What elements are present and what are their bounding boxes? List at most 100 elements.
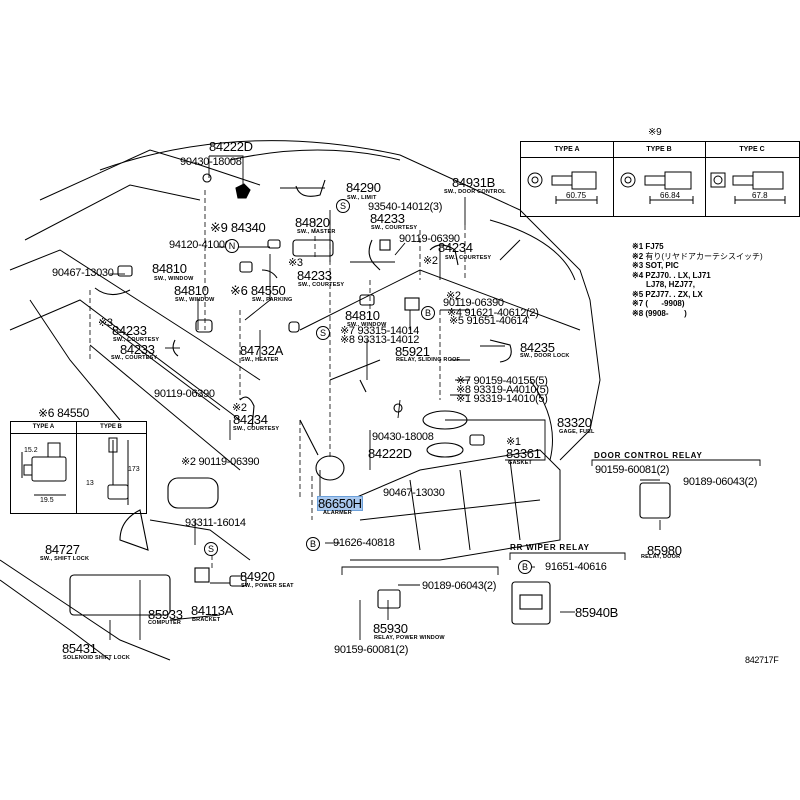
rr-wiper-relay-title: RR WIPER RELAY bbox=[510, 543, 590, 552]
inset-84550-title: ※6 84550 bbox=[38, 406, 90, 420]
part-90467-13030-a[interactable]: 90467-13030 bbox=[52, 267, 114, 279]
part-84810-c[interactable]: 84810 bbox=[345, 308, 380, 323]
figure-id: 842717F bbox=[745, 655, 779, 665]
legend-item: ※5 PZJ77. . ZX, LX bbox=[632, 289, 703, 299]
part-90119-06390-c[interactable]: 90119-06390 bbox=[154, 388, 215, 400]
part-90430-18008-b[interactable]: 90430-18008 bbox=[372, 431, 434, 443]
b-symbol-icon: B bbox=[306, 537, 320, 551]
part-91626-40818[interactable]: 91626-40818 bbox=[333, 537, 395, 549]
part-93313-14012[interactable]: ※8 93313-14012 bbox=[340, 334, 420, 346]
wiper-relay-bolt[interactable]: 91651-40616 bbox=[545, 561, 607, 573]
part-91651-40614[interactable]: ※5 91651-40614 bbox=[449, 315, 529, 327]
desc-85980: RELAY, DOOR bbox=[641, 554, 681, 560]
part-84550[interactable]: ※6 84550 bbox=[230, 283, 286, 298]
part-84233-d[interactable]: 84233 bbox=[120, 342, 155, 357]
part-84233-a[interactable]: 84233 bbox=[370, 211, 405, 226]
part-90467-13030-b[interactable]: 90467-13030 bbox=[383, 487, 445, 499]
desc-84820: SW., MASTER bbox=[297, 229, 336, 235]
type-a-header: TYPE A bbox=[554, 146, 580, 153]
part-84222D-b[interactable]: 84222D bbox=[368, 446, 412, 461]
inset-84550: TYPE A TYPE B bbox=[10, 421, 147, 514]
s-symbol-icon: S bbox=[204, 542, 218, 556]
mark-2-c: ※2 bbox=[232, 402, 247, 414]
s-symbol-icon: S bbox=[336, 199, 350, 213]
legend-item: ※7 ( -9908) bbox=[632, 299, 685, 308]
part-85980[interactable]: 85980 bbox=[647, 543, 682, 558]
part-84340[interactable]: ※9 84340 bbox=[210, 220, 266, 235]
legend-item: ※2 有り(リヤドアカーテシスイッチ) bbox=[632, 251, 763, 261]
legend-item: LJ78, HZJ77, bbox=[646, 280, 695, 289]
part-90119-06390-b[interactable]: 90119-06390 bbox=[443, 297, 504, 309]
desc-85933: COMPUTER bbox=[148, 620, 182, 626]
mark-1: ※1 bbox=[506, 436, 521, 448]
desc-84550: SW., PARKING bbox=[252, 297, 293, 303]
inset-type-b-header: TYPE B bbox=[100, 424, 122, 430]
desc-83320: GAGE, FUEL bbox=[559, 429, 595, 435]
door-relay-nut[interactable]: 90189-06043(2) bbox=[683, 476, 758, 488]
part-93311-16014[interactable]: 93311-16014 bbox=[185, 517, 246, 529]
desc-84920: SW., POWER SEAT bbox=[241, 583, 294, 589]
legend-item: ※4 PZJ70. . LX, LJ71 bbox=[632, 270, 711, 280]
part-94120-41000[interactable]: 94120-41000 bbox=[169, 239, 231, 251]
part-84234-b[interactable]: 84234 bbox=[233, 412, 268, 427]
desc-84235: SW., DOOR LOCK bbox=[520, 353, 570, 359]
desc-85930: RELAY, POWER WINDOW bbox=[374, 635, 445, 641]
desc-84810-a: SW., WINDOW bbox=[154, 276, 194, 282]
part-85933[interactable]: 85933 bbox=[148, 607, 183, 622]
part-86650H[interactable]: 86650H bbox=[317, 496, 363, 511]
desc-84727: SW., SHIFT LOCK bbox=[40, 556, 90, 562]
part-90159-40155[interactable]: ※7 90159-40155(5) bbox=[456, 375, 548, 387]
desc-84233-a: SW., COURTESY bbox=[371, 225, 418, 231]
part-84732A[interactable]: 84732A bbox=[240, 343, 284, 358]
type-b-dimension: 66.84 bbox=[660, 191, 681, 200]
type-table-glyphs bbox=[527, 171, 786, 204]
mark-2-d[interactable]: ※2 90119-06390 bbox=[181, 456, 260, 468]
part-84931B[interactable]: 84931B bbox=[452, 175, 496, 190]
part-84290[interactable]: 84290 bbox=[346, 180, 381, 195]
desc-84290: SW., LIMIT bbox=[347, 195, 377, 201]
door-relay-bolt[interactable]: 90159-60081(2) bbox=[595, 464, 670, 476]
part-90430-18008-top[interactable]: 90430-18008 bbox=[180, 156, 242, 168]
part-85940B[interactable]: 85940B bbox=[575, 605, 619, 620]
part-84222D-top[interactable]: 84222D bbox=[209, 139, 253, 154]
part-93315-14014[interactable]: ※7 93315-14014 bbox=[340, 325, 420, 337]
mark-3-a: ※3 bbox=[288, 257, 303, 269]
part-84233-c[interactable]: 84233 bbox=[297, 268, 332, 283]
part-84810-b[interactable]: 84810 bbox=[174, 283, 209, 298]
part-91621-40612[interactable]: ※4 91621-40612(2) bbox=[447, 307, 539, 319]
part-84113A[interactable]: 84113A bbox=[191, 603, 234, 618]
part-90189-06043-a[interactable]: 90189-06043(2) bbox=[422, 580, 497, 592]
part-93540-14012[interactable]: 93540-14012(3) bbox=[368, 201, 443, 213]
part-84920[interactable]: 84920 bbox=[240, 569, 275, 584]
mark-2-b: ※2 bbox=[446, 290, 461, 302]
type-c-header: TYPE C bbox=[739, 146, 765, 153]
part-83320[interactable]: 83320 bbox=[557, 415, 592, 430]
type-b-header: TYPE B bbox=[646, 146, 672, 153]
mark-3-b: ※3 bbox=[98, 317, 113, 329]
inset-84550-glyphs bbox=[21, 437, 129, 505]
legend-item: ※1 FJ75 bbox=[632, 242, 664, 251]
part-84235[interactable]: 84235 bbox=[520, 340, 555, 355]
desc-86650H: ALARMER bbox=[323, 510, 352, 516]
part-84233-b[interactable]: 84233 bbox=[112, 323, 147, 338]
model-legend: ※1 FJ75 ※2 有り(リヤドアカーテシスイッチ) ※3 SOT, PIC … bbox=[632, 242, 763, 318]
part-85930[interactable]: 85930 bbox=[373, 621, 408, 636]
desc-84732A: SW., HEATER bbox=[241, 357, 279, 363]
part-84820[interactable]: 84820 bbox=[295, 215, 330, 230]
part-93319-14010[interactable]: ※1 93319-14010(5) bbox=[456, 393, 548, 405]
desc-84113A: BRACKET bbox=[192, 617, 221, 623]
inset-b-height: 13 bbox=[86, 480, 94, 487]
part-84234-a[interactable]: 84234 bbox=[438, 240, 473, 255]
part-85921[interactable]: 85921 bbox=[395, 344, 430, 359]
desc-84233-c: SW., COURTESY bbox=[298, 282, 345, 288]
part-93319-A4010[interactable]: ※8 93319-A4010(5) bbox=[456, 384, 549, 396]
part-84810-a[interactable]: 84810 bbox=[152, 261, 187, 276]
part-90159-60081-a[interactable]: 90159-60081(2) bbox=[334, 644, 409, 656]
inset-b-length: 173 bbox=[128, 466, 140, 473]
desc-84234-b: SW., COURTESY bbox=[233, 426, 280, 432]
part-84727[interactable]: 84727 bbox=[45, 542, 80, 557]
part-83361[interactable]: 83361 bbox=[506, 446, 541, 461]
part-90119-06390-a[interactable]: 90119-06390 bbox=[399, 233, 460, 245]
part-85431[interactable]: 85431 bbox=[62, 641, 97, 656]
